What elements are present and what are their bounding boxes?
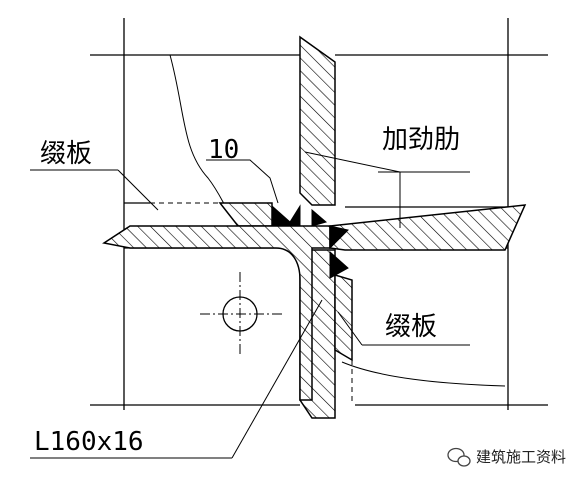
watermark-text: 建筑施工资料 (476, 448, 566, 466)
horizontal-stiffener (329, 204, 527, 251)
angle-section (102, 225, 331, 401)
label-angle-section: L160x16 (34, 427, 144, 457)
cover-plate-left (124, 202, 273, 227)
watermark: 建筑施工资料 (447, 447, 566, 467)
label-cover-plate-left: 缀板 (40, 139, 92, 169)
cover-plate-right (334, 273, 353, 405)
bolt-hole (200, 272, 282, 354)
wechat-icon (447, 447, 471, 467)
weld-marks (271, 204, 349, 279)
label-cover-plate-right: 缀板 (385, 312, 437, 342)
label-stiffener: 加劲肋 (382, 125, 460, 155)
leader-lines (30, 151, 470, 459)
label-weld-size: 10 (208, 135, 239, 165)
